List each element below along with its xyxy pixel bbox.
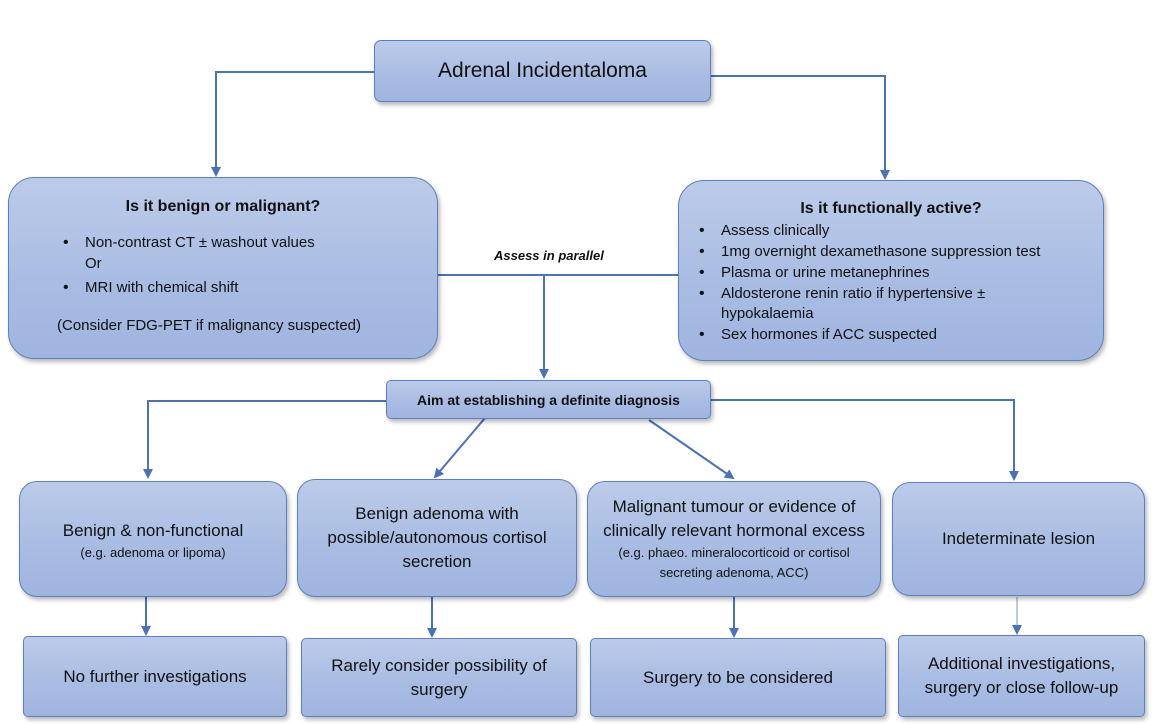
arrow-root-to-right — [711, 75, 890, 180]
aim-diagnosis-text: Aim at establishing a definite diagnosis — [417, 391, 680, 408]
functionally-active-list: Assess clinically 1mg overnight dexameth… — [695, 221, 1085, 345]
category-malignant-hormonal: Malignant tumour or evidence of clinical… — [587, 481, 881, 597]
list-item: MRI with chemical shift — [59, 278, 238, 298]
outcome-surgery-considered: Surgery to be considered — [590, 638, 886, 717]
outcome-text: Surgery to be considered — [643, 667, 833, 687]
list-item: Aldosterone renin ratio if hypertensive … — [695, 284, 1021, 324]
assess-in-parallel-label: Assess in parallel — [494, 248, 604, 263]
benign-malignant-box: Is it benign or malignant? Non-contrast … — [8, 177, 438, 359]
aim-diagnosis-box: Aim at establishing a definite diagnosis — [386, 380, 711, 419]
category-main-text: Malignant tumour or evidence of clinical… — [603, 497, 865, 540]
category-sub-text: (e.g. adenoma or lipoma) — [80, 544, 226, 560]
category-sub-text: (e.g. phaeo. mineralocorticoid or cortis… — [618, 545, 850, 580]
arrow-aim-to-cat4 — [711, 399, 1019, 481]
functionally-active-title: Is it functionally active? — [800, 200, 982, 217]
root-title: Adrenal Incidentaloma — [438, 59, 647, 82]
outcome-rarely-consider-surgery: Rarely consider possibility of surgery — [301, 638, 577, 717]
list-item: Plasma or urine metanephrines — [695, 263, 1085, 283]
category-text-wrap: Malignant tumour or evidence of clinical… — [599, 495, 869, 583]
category-indeterminate: Indeterminate lesion — [892, 482, 1145, 596]
benign-malignant-list-2: MRI with chemical shift — [59, 278, 238, 298]
fdg-pet-note: (Consider FDG-PET if malignancy suspecte… — [57, 317, 361, 334]
category-main-text: Benign & non-functional — [62, 520, 244, 540]
list-item: Sex hormones if ACC suspected — [695, 325, 1085, 345]
list-item: Assess clinically — [695, 221, 1085, 241]
outcome-text: No further investigations — [63, 666, 247, 686]
arrow-aim-to-cat1 — [143, 400, 386, 479]
arrow-root-to-left — [211, 71, 374, 177]
outcome-text: Rarely consider possibility of surgery — [331, 655, 547, 699]
root-box: Adrenal Incidentaloma — [374, 40, 711, 102]
outcome-additional-investigations: Additional investigations, surgery or cl… — [898, 635, 1145, 717]
category-main-text: Benign adenoma with possible/autonomous … — [327, 504, 547, 571]
category-benign-nonfunctional: Benign & non-functional (e.g. adenoma or… — [19, 481, 287, 597]
list-item: 1mg overnight dexamethasone suppression … — [695, 242, 1085, 262]
arrow-aim-to-cat3 — [648, 419, 735, 480]
arrow-aim-to-cat2 — [433, 417, 486, 479]
benign-malignant-title: Is it benign or malignant? — [125, 198, 321, 215]
category-main-text: Indeterminate lesion — [941, 529, 1096, 548]
outcome-text: Additional investigations, surgery or cl… — [924, 654, 1119, 697]
functionally-active-box: Is it functionally active? Assess clinic… — [678, 180, 1104, 361]
list-item: Non-contrast CT ± washout values — [59, 233, 315, 253]
or-text: Or — [85, 255, 102, 272]
category-benign-adenoma-cortisol: Benign adenoma with possible/autonomous … — [297, 479, 577, 597]
benign-malignant-list: Non-contrast CT ± washout values — [59, 233, 315, 253]
outcome-no-further-investigations: No further investigations — [23, 636, 287, 717]
